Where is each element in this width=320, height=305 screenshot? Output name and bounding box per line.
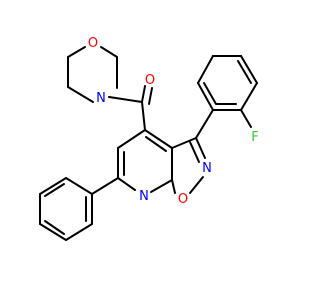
- atom-n-morpholine: N: [96, 91, 106, 106]
- bond-pyr-6b: [145, 136, 167, 152]
- bond-aryl-3b: [237, 60, 252, 84]
- bond-isox-1: [171, 137, 197, 149]
- bond-morpholine-4: [100, 46, 118, 58]
- bond-ph-2b: [44, 183, 65, 197]
- bond-carbonyl-1: [141, 85, 146, 103]
- atom-o-isoxazole: O: [178, 192, 188, 207]
- bond-to-phenyl: [91, 177, 119, 195]
- bond-pyr-1: [117, 129, 146, 149]
- bonds: [39, 46, 258, 241]
- bond-pyr-6: [144, 129, 173, 149]
- bond-ph-4: [39, 223, 67, 241]
- bond-c-f: [240, 109, 252, 128]
- bond-morpholine-5: [67, 46, 86, 58]
- atom-f: F: [251, 130, 258, 145]
- bond-carbonyl-2: [148, 87, 153, 105]
- bond-to-aryl: [195, 109, 214, 139]
- bond-morpholine-2: [67, 86, 94, 103]
- structure-canvas: O N O F N O N: [39, 36, 259, 241]
- bond-pyr-3: [117, 177, 136, 191]
- bond-amide-n-c: [108, 96, 143, 103]
- bond-isox-2: [195, 137, 206, 159]
- bond-aryl-2: [240, 82, 258, 111]
- bond-isox-2b: [189, 141, 200, 163]
- bond-c-c4: [141, 101, 146, 131]
- bond-pyr-4: [150, 179, 173, 193]
- atom-n-isoxazole: N: [202, 161, 212, 176]
- bond-isox-4: [171, 179, 176, 194]
- atom-o-morpholine: O: [88, 36, 98, 51]
- bond-ph-1: [65, 177, 93, 195]
- molecule-drawing: O N O F N O N: [39, 36, 259, 241]
- bond-ph-2: [39, 177, 67, 195]
- atom-labels: O N O F N O N: [88, 36, 259, 207]
- bond-isox-3: [189, 176, 204, 194]
- bond-aryl-3: [240, 55, 258, 84]
- bond-ph-4b: [44, 220, 65, 235]
- bond-aryl-5: [197, 55, 214, 84]
- bond-aryl-6b: [203, 82, 217, 105]
- atom-n-pyridine: N: [139, 189, 149, 204]
- bond-aryl-6: [197, 82, 214, 111]
- atom-o-carbonyl: O: [145, 73, 155, 88]
- bond-ph-5: [65, 223, 93, 241]
